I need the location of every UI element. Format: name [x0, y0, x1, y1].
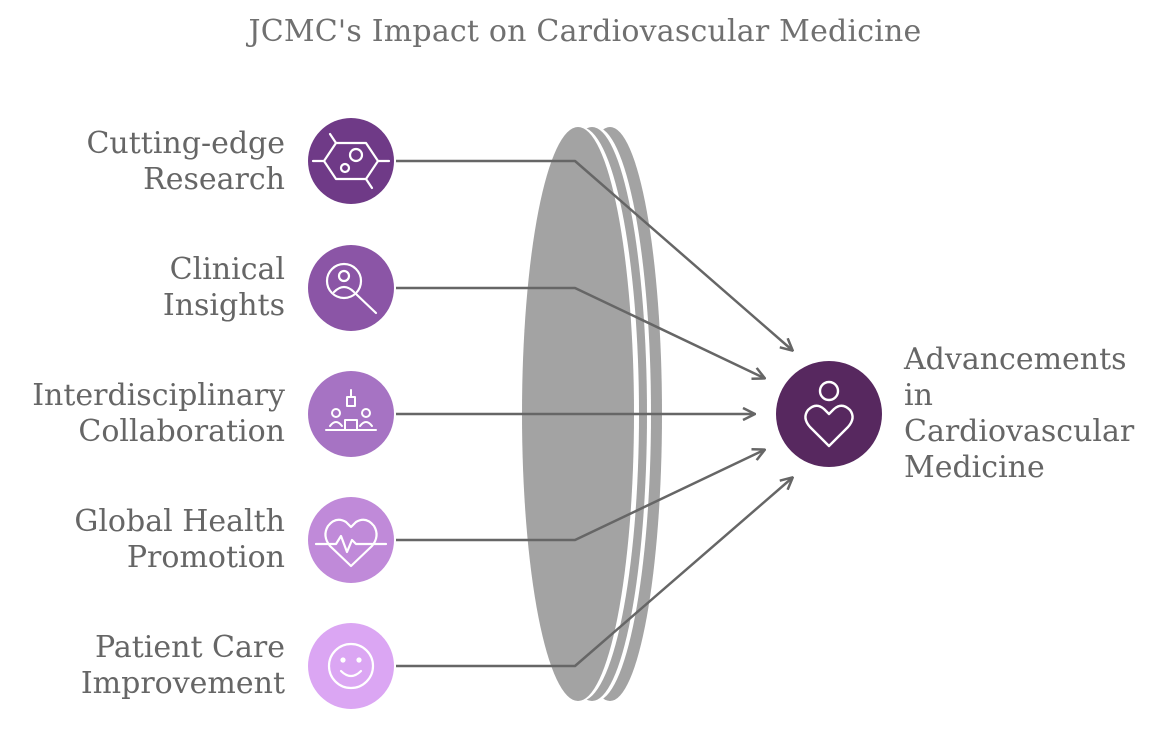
node-target — [776, 361, 882, 467]
connector-research — [396, 159, 792, 350]
heartbeat-icon — [314, 518, 388, 568]
connectors — [396, 159, 792, 668]
node-collaboration — [308, 371, 394, 457]
node-circle — [308, 245, 394, 331]
connector-clinical — [396, 286, 764, 378]
node-clinical — [308, 245, 394, 331]
node-patient-care — [308, 623, 394, 709]
magnify-person-icon — [325, 262, 378, 315]
molecule-icon — [311, 132, 391, 190]
input-label-global-health: Global Health Promotion — [74, 504, 285, 575]
smiley-icon — [327, 642, 375, 690]
node-research — [308, 118, 394, 204]
team-meeting-icon — [325, 389, 377, 431]
node-circle — [308, 371, 394, 457]
input-label-collaboration: Interdisciplinary Collaboration — [32, 378, 285, 449]
target-label: Advancements in Cardiovascular Medicine — [904, 342, 1135, 485]
input-label-research: Cutting-edge Research — [86, 126, 285, 197]
node-global-health — [308, 497, 394, 583]
heart-person-icon — [804, 380, 854, 448]
node-circle — [308, 623, 394, 709]
input-label-clinical: Clinical Insights — [162, 252, 285, 323]
node-circle — [308, 118, 394, 204]
diagram-title: JCMC's Impact on Cardiovascular Medicine — [248, 14, 922, 49]
input-label-patient-care: Patient Care Improvement — [80, 630, 285, 701]
connector-global-health — [396, 450, 764, 542]
connector-patient-care — [396, 478, 792, 668]
